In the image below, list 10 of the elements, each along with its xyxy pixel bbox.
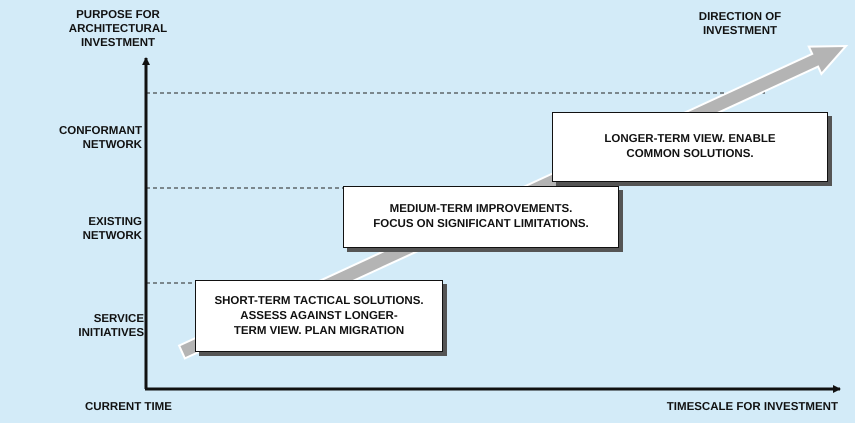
axis-title: PURPOSE FOR ARCHITECTURAL INVESTMENT xyxy=(68,8,168,50)
box-text: SHORT-TERM TACTICAL SOLUTIONS. ASSESS AGAINST LONGER-TERM VIEW. PLAN MIGRATION xyxy=(213,294,425,338)
box-text: LONGER-TERM VIEW. ENABLE COMMON SOLUTIONS. xyxy=(603,132,777,162)
box-text: MEDIUM-TERM IMPROVEMENTS. FOCUS ON SIGNIFICANT LIMITATIONS. xyxy=(372,202,590,232)
axis-title: TIMESCALE FOR INVESTMENT xyxy=(666,400,838,414)
axis-level-label: SERVICE INITIATIVES xyxy=(77,312,144,340)
axis-title: CURRENT TIME xyxy=(85,400,173,414)
axis-level-label: CONFORMANT NETWORK xyxy=(58,124,142,152)
arrow-caption: DIRECTION OF INVESTMENT xyxy=(698,10,782,38)
axis-level-label: EXISTING NETWORK xyxy=(82,215,142,243)
